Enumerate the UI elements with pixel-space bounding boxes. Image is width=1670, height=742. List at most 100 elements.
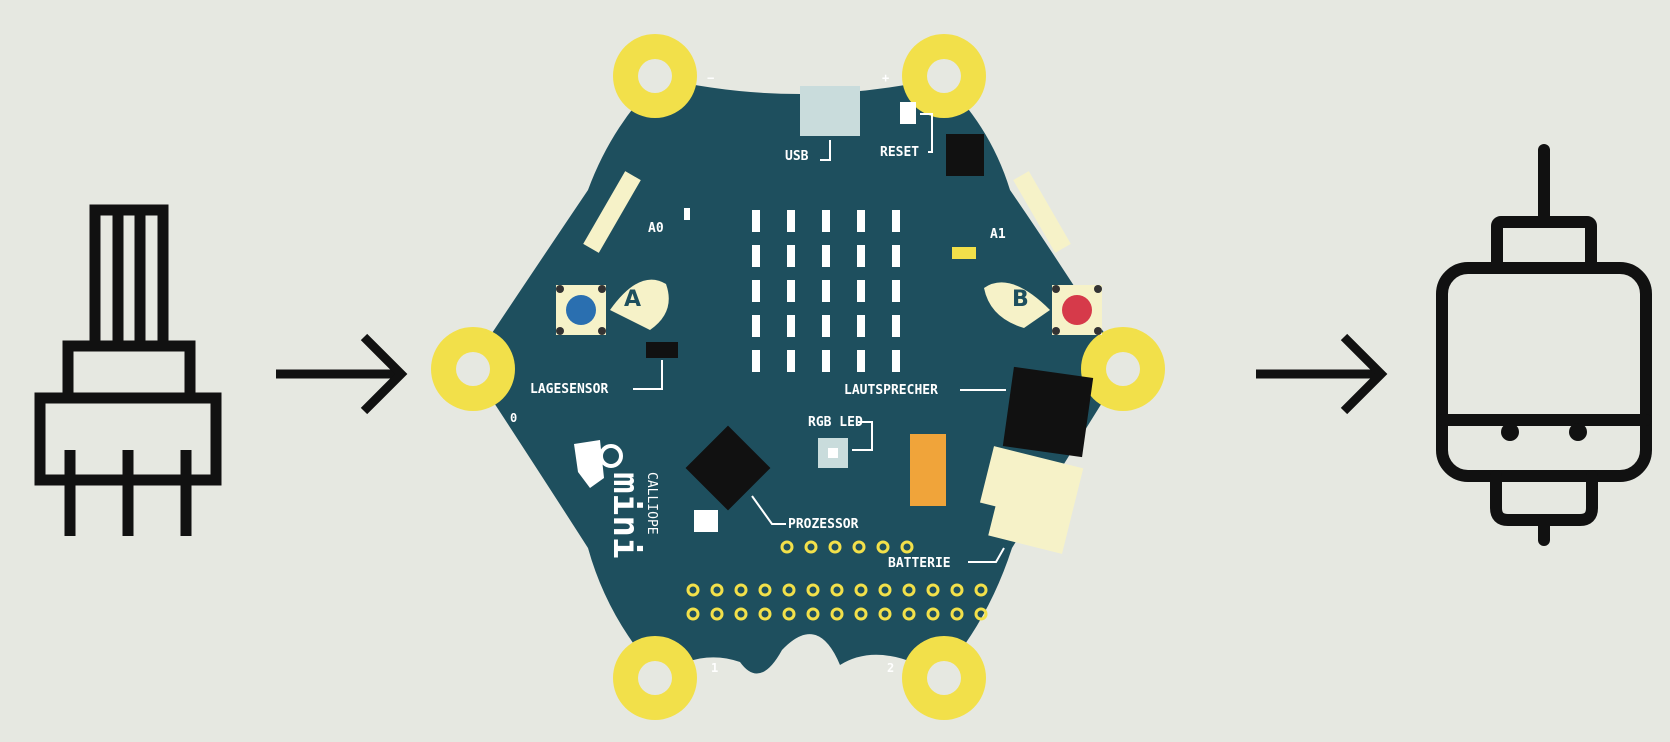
gpio-pin xyxy=(950,607,964,621)
reset-label: RESET xyxy=(880,145,919,160)
gpio-pin xyxy=(806,607,820,621)
pad-3[interactable] xyxy=(1081,327,1165,411)
gpio-pin xyxy=(902,607,916,621)
gpio-pin xyxy=(854,607,868,621)
gpio-pin xyxy=(806,583,820,597)
smd-part xyxy=(684,208,690,220)
led-matrix-pixel xyxy=(892,245,900,267)
gpio-pin xyxy=(828,540,842,554)
led-matrix-pixel xyxy=(892,210,900,232)
led-matrix-pixel xyxy=(822,210,830,232)
pad-plus[interactable] xyxy=(902,34,986,118)
gpio-pin xyxy=(830,583,844,597)
led-matrix-pixel xyxy=(752,350,760,372)
gpio-pin xyxy=(926,583,940,597)
lautsprecher-label: LAUTSPRECHER xyxy=(844,383,938,398)
button-b-cap[interactable] xyxy=(1062,295,1092,325)
calliope-mini-board: − + 0 3 1 2 USB RESET A0 A1 xyxy=(431,34,1165,720)
led-matrix-pixel xyxy=(822,315,830,337)
led-amber xyxy=(910,434,946,506)
motor-terminal xyxy=(1569,423,1587,441)
gpio-pin xyxy=(876,540,890,554)
board-pcb xyxy=(470,78,1125,676)
gpio-pin xyxy=(686,583,700,597)
reset-button[interactable] xyxy=(900,102,916,124)
battery-connector[interactable] xyxy=(973,446,1084,554)
processor xyxy=(685,425,771,511)
connector-a1[interactable] xyxy=(1013,171,1071,253)
gpio-pin xyxy=(710,607,724,621)
gpio-pin xyxy=(782,583,796,597)
led-matrix-pixel xyxy=(822,245,830,267)
led-matrix-pixel xyxy=(892,315,900,337)
gpio-pin xyxy=(782,607,796,621)
pin-label-minus: − xyxy=(707,71,714,85)
led-matrix-pixel xyxy=(787,280,795,302)
led-matrix-pixel xyxy=(752,245,760,267)
motor-terminal xyxy=(1501,423,1519,441)
gpio-pin xyxy=(780,540,794,554)
gpio-pin xyxy=(854,583,868,597)
pin-label-plus: + xyxy=(882,71,889,85)
led-matrix-pixel xyxy=(787,315,795,337)
rgb-led-label: RGB LED xyxy=(808,415,863,430)
led-matrix-pixel xyxy=(787,245,795,267)
led-matrix-pixel xyxy=(857,280,865,302)
usb-label: USB xyxy=(785,149,809,164)
a0-label: A0 xyxy=(648,221,664,236)
led-matrix-pixel xyxy=(822,350,830,372)
gpio-pin xyxy=(804,540,818,554)
led-matrix-pixel xyxy=(857,315,865,337)
brand-line2: CALLIOPE xyxy=(644,472,659,535)
usb-connector[interactable] xyxy=(800,86,860,136)
potentiometer-icon xyxy=(34,204,222,536)
gpio-pin xyxy=(974,583,988,597)
prozessor-label: PROZESSOR xyxy=(788,517,859,532)
smd-part xyxy=(952,247,976,259)
lagesensor-label: LAGESENSOR xyxy=(530,382,608,397)
led-matrix xyxy=(752,210,900,372)
led-matrix-pixel xyxy=(787,350,795,372)
button-a-cap[interactable] xyxy=(566,295,596,325)
connector-a0[interactable] xyxy=(583,171,641,253)
batterie-label: BATTERIE xyxy=(888,556,951,571)
gpio-pin xyxy=(758,607,772,621)
led-matrix-pixel xyxy=(752,315,760,337)
gpio-pin xyxy=(974,607,988,621)
pad-minus[interactable] xyxy=(613,34,697,118)
led-matrix-pixel xyxy=(857,210,865,232)
button-a-label: A xyxy=(624,287,641,312)
button-b[interactable]: B xyxy=(984,282,1102,335)
gpio-pin xyxy=(950,583,964,597)
gpio-pin xyxy=(734,607,748,621)
gpio-pin xyxy=(878,583,892,597)
gpio-pin xyxy=(734,583,748,597)
gpio-pin xyxy=(758,583,772,597)
led-matrix-pixel xyxy=(822,280,830,302)
brand-line1: mini xyxy=(605,472,646,559)
logo-mark-icon xyxy=(574,440,604,488)
position-sensor xyxy=(646,342,678,358)
led-matrix-pixel xyxy=(892,350,900,372)
a1-label: A1 xyxy=(990,227,1006,242)
pin-label-0: 0 xyxy=(510,411,517,425)
gpio-pin xyxy=(710,583,724,597)
pad-0[interactable] xyxy=(431,327,515,411)
gpio-pin xyxy=(686,607,700,621)
gpio-pin xyxy=(926,607,940,621)
pin-label-2: 2 xyxy=(887,661,894,675)
button-a[interactable]: A xyxy=(556,279,669,335)
gpio-header xyxy=(686,540,988,621)
led-matrix-pixel xyxy=(752,280,760,302)
led-matrix-pixel xyxy=(787,210,795,232)
pad-2[interactable] xyxy=(902,636,986,720)
pin-label-1: 1 xyxy=(711,661,718,675)
brand-text: CALLIOPE mini xyxy=(605,472,659,559)
led-matrix-pixel xyxy=(752,210,760,232)
motor-icon xyxy=(1436,144,1652,546)
led-matrix-pixel xyxy=(892,280,900,302)
led-matrix-pixel xyxy=(857,350,865,372)
pad-1[interactable] xyxy=(613,636,697,720)
chip-small xyxy=(946,134,984,176)
